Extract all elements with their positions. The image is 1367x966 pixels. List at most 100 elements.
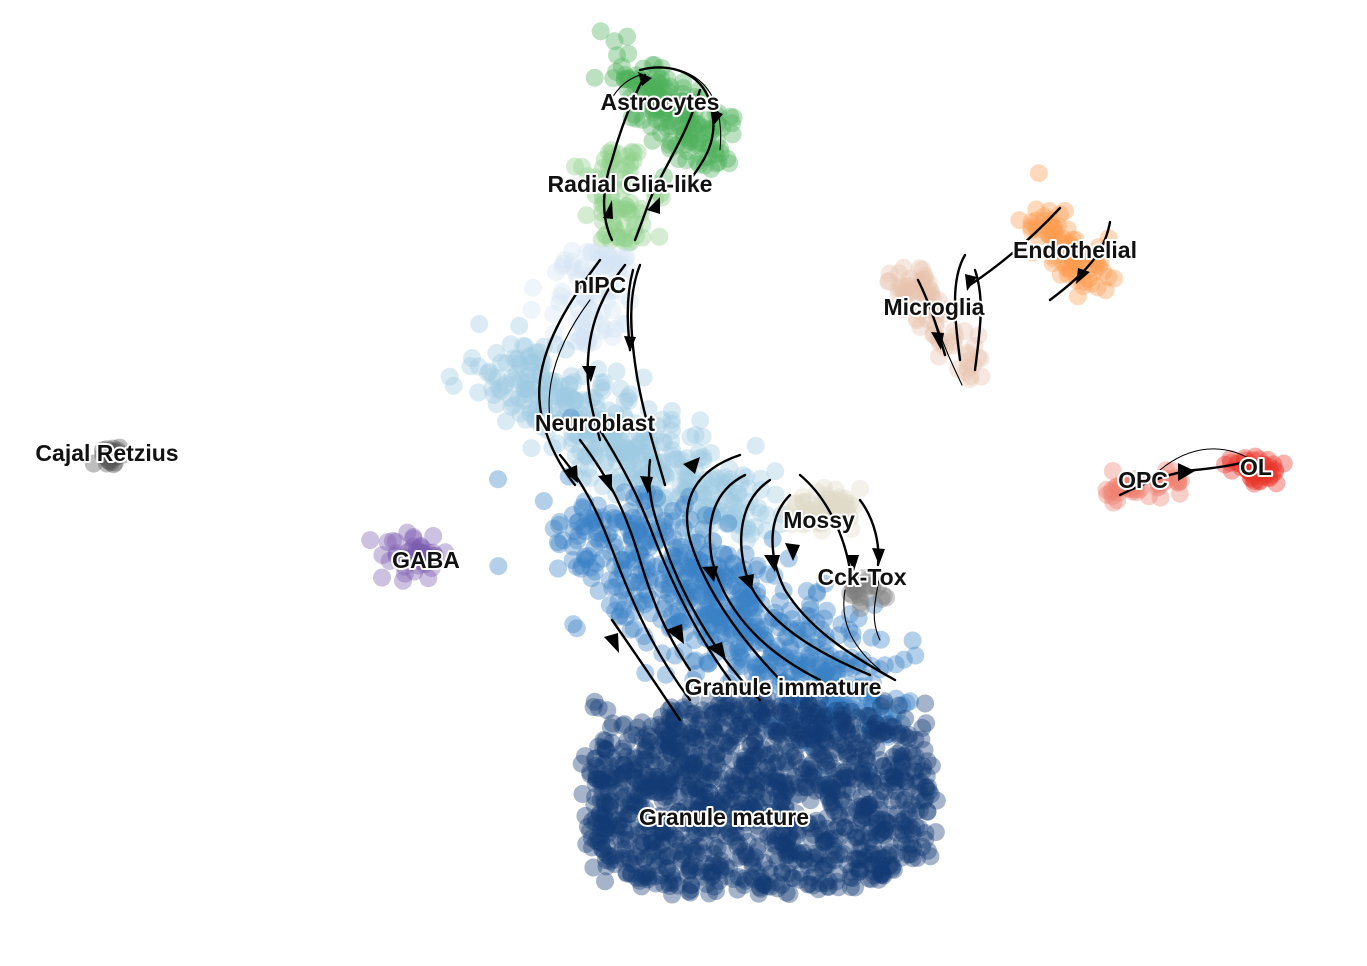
cell-point bbox=[547, 263, 565, 281]
cell-point bbox=[593, 549, 612, 568]
cell-point bbox=[647, 110, 666, 129]
cell-point bbox=[642, 604, 661, 623]
cell-point bbox=[622, 446, 641, 465]
cell-point bbox=[554, 398, 572, 416]
cell-point bbox=[543, 392, 562, 411]
cell-point bbox=[639, 423, 658, 442]
cell-point bbox=[863, 697, 882, 716]
cell-point bbox=[611, 160, 630, 179]
cell-point bbox=[821, 850, 839, 869]
cell-point bbox=[703, 471, 722, 490]
cell-point bbox=[640, 538, 659, 557]
cell-point bbox=[818, 760, 837, 779]
cell-point bbox=[747, 560, 766, 579]
cell-point bbox=[741, 594, 760, 613]
cell-point bbox=[756, 617, 775, 636]
cell-point bbox=[622, 172, 640, 191]
cell-point bbox=[1041, 211, 1060, 230]
cell-point bbox=[612, 314, 631, 333]
cell-point bbox=[807, 583, 826, 602]
cell-point bbox=[740, 599, 759, 618]
cell-point bbox=[501, 335, 520, 354]
cell-point bbox=[565, 411, 584, 430]
cell-point bbox=[661, 508, 680, 527]
cell-point bbox=[679, 777, 698, 796]
cell-point bbox=[735, 781, 754, 800]
cell-point bbox=[651, 76, 670, 95]
cell-point bbox=[519, 371, 538, 390]
cell-point bbox=[624, 552, 643, 571]
cell-point bbox=[673, 92, 692, 111]
cell-point bbox=[586, 447, 605, 466]
cell-point bbox=[487, 395, 506, 414]
cell-point bbox=[678, 472, 697, 491]
cell-point bbox=[632, 517, 650, 536]
cell-point bbox=[578, 242, 597, 261]
cell-point bbox=[573, 318, 592, 336]
cell-point bbox=[622, 451, 641, 470]
cell-point bbox=[567, 619, 586, 638]
cell-point bbox=[595, 453, 614, 472]
cell-point bbox=[573, 469, 592, 488]
cell-point bbox=[555, 386, 574, 405]
cell-point bbox=[903, 744, 921, 763]
cell-point bbox=[594, 373, 613, 392]
label-neuroblast: Neuroblast bbox=[535, 410, 655, 436]
cell-point bbox=[722, 625, 741, 644]
label-granule-mature: Granule mature bbox=[639, 804, 809, 830]
cell-point bbox=[675, 481, 694, 500]
cell-point bbox=[729, 764, 748, 783]
cell-point bbox=[892, 764, 911, 783]
cell-point bbox=[689, 530, 708, 548]
cell-point bbox=[627, 109, 646, 128]
cell-point bbox=[680, 487, 699, 506]
cell-point bbox=[616, 608, 635, 627]
cell-point bbox=[833, 701, 851, 720]
cell-point bbox=[601, 231, 620, 250]
cell-point bbox=[619, 441, 638, 460]
cell-point bbox=[656, 594, 675, 613]
cell-point bbox=[676, 468, 695, 487]
cell-point bbox=[638, 732, 657, 751]
cell-point bbox=[575, 547, 594, 566]
cell-point bbox=[810, 727, 829, 746]
cell-point bbox=[585, 507, 604, 526]
cell-point bbox=[862, 628, 881, 647]
cell-point bbox=[676, 109, 695, 128]
cell-point bbox=[875, 782, 894, 801]
cell-point bbox=[480, 362, 499, 381]
cell-point bbox=[735, 634, 754, 653]
cell-point bbox=[593, 381, 612, 400]
cell-point bbox=[729, 716, 748, 734]
cell-point bbox=[653, 410, 672, 429]
cell-point bbox=[663, 867, 682, 886]
cell-point bbox=[757, 505, 776, 524]
cell-point bbox=[687, 115, 706, 134]
cell-point bbox=[613, 512, 632, 531]
cell-point bbox=[723, 114, 741, 133]
cell-point bbox=[667, 830, 686, 849]
cell-point bbox=[705, 722, 724, 741]
cell-point bbox=[723, 554, 742, 572]
cell-point bbox=[519, 380, 537, 399]
cell-point bbox=[502, 389, 521, 408]
cell-point bbox=[579, 547, 598, 565]
cell-point bbox=[588, 496, 607, 515]
cell-point bbox=[842, 755, 861, 774]
cell-point bbox=[741, 622, 759, 641]
cell-point bbox=[469, 383, 488, 402]
cell-point bbox=[646, 100, 665, 119]
cell-point bbox=[592, 321, 611, 340]
cell-point bbox=[737, 590, 756, 609]
cell-point bbox=[865, 866, 884, 885]
cell-point bbox=[647, 89, 666, 108]
cell-point bbox=[787, 677, 806, 696]
cell-point bbox=[659, 584, 678, 603]
cell-point bbox=[577, 417, 596, 436]
cell-point bbox=[718, 515, 737, 534]
cell-point bbox=[642, 117, 661, 136]
cell-point bbox=[698, 591, 717, 610]
label-granule-immature: Granule immature bbox=[685, 674, 882, 700]
cell-point bbox=[595, 150, 614, 169]
cell-point bbox=[619, 69, 638, 88]
